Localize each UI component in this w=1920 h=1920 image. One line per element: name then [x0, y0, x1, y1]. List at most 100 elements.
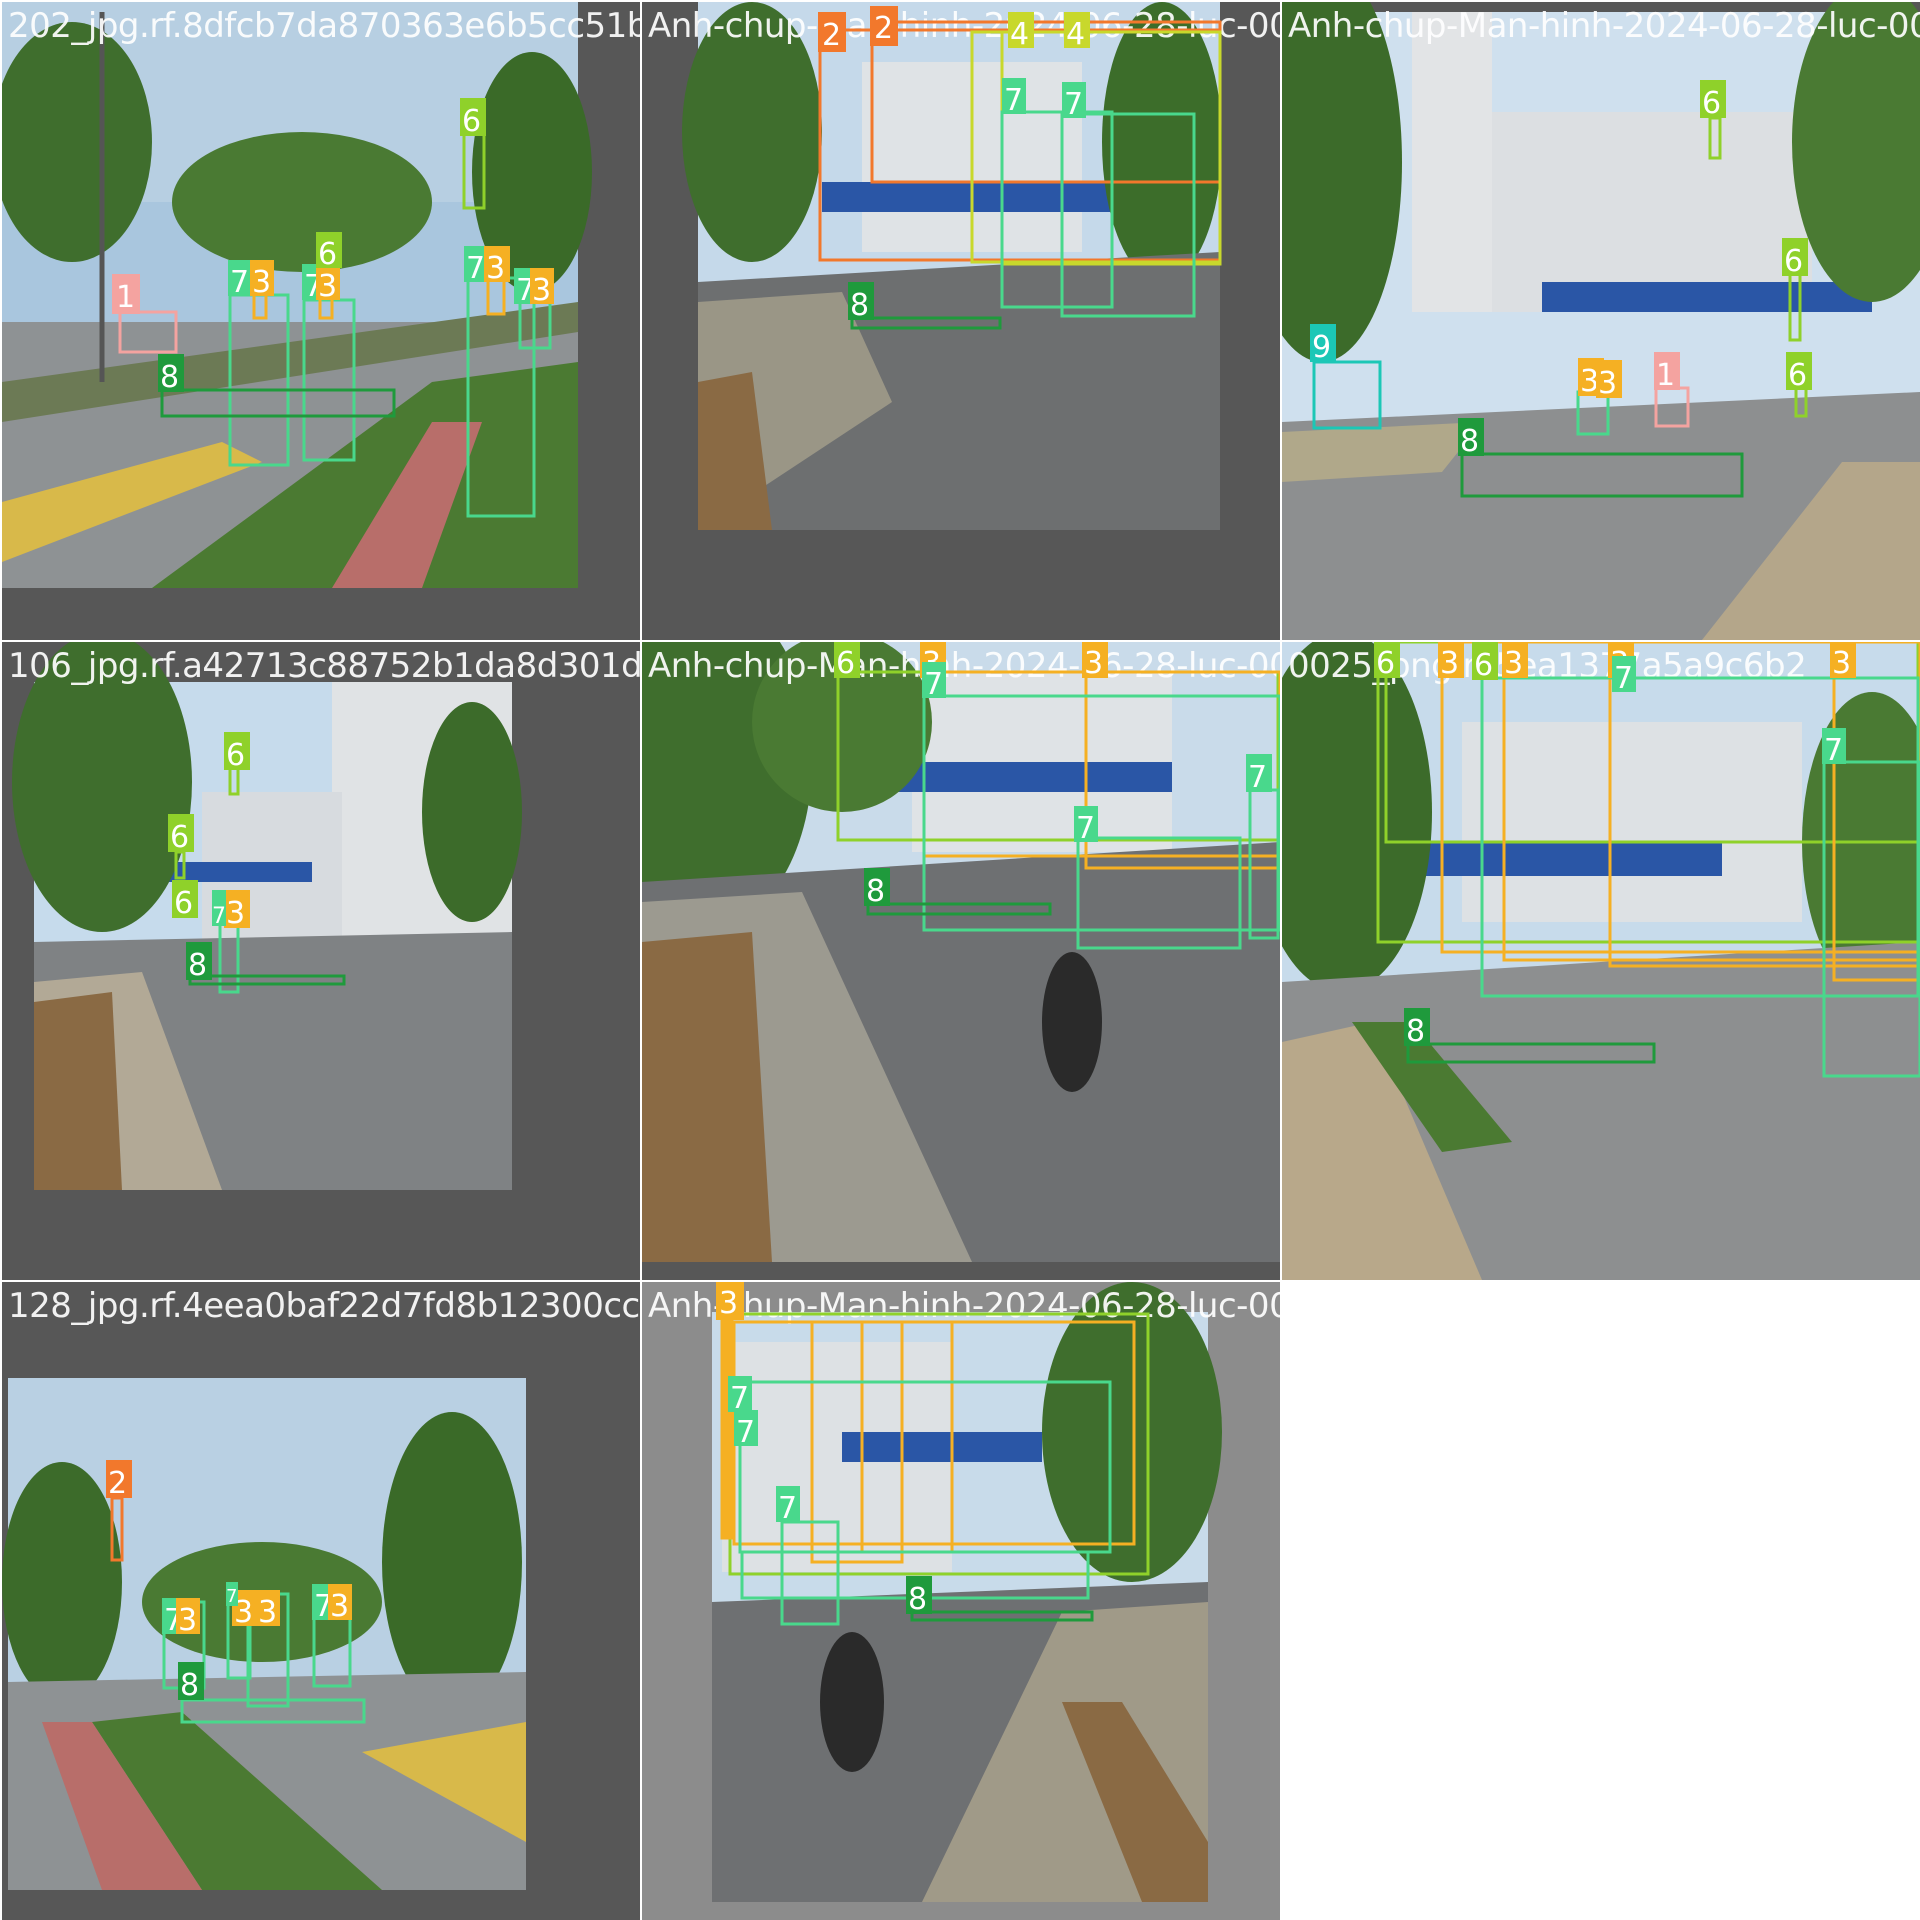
- bbox-label: 6: [318, 237, 337, 272]
- bbox-label: 7: [1004, 83, 1023, 118]
- bbox: [922, 670, 1280, 858]
- bbox: [110, 1496, 124, 1562]
- bbox: [302, 298, 356, 462]
- tile-8-boxes: 3 7 7 7 8: [716, 1282, 1150, 1626]
- bbox-label: 2: [874, 11, 893, 46]
- bbox-label: 4: [1010, 17, 1029, 52]
- image-tile-3: Anh-chup-Man-hinh-2024-06-28-luc-00-2 6 …: [1282, 2, 1920, 640]
- bbox: [1076, 836, 1242, 950]
- tile-1-boxes: 1 7 3 7 3 6 6 7 3 7 3 8: [112, 98, 554, 518]
- bbox-label: 3: [330, 1589, 349, 1624]
- bbox-label: 2: [822, 18, 841, 53]
- image-tile-1: 202_jpg.rf.8dfcb7da870363e6b5cc51b7f00c7…: [2, 2, 640, 640]
- bbox: [720, 1316, 734, 1540]
- bbox-label: 7: [736, 1415, 755, 1450]
- image-tile-5: Anh-chup-Man-hinh-2024-06-28-luc-00-29 6…: [642, 642, 1280, 1280]
- bbox: [1460, 452, 1744, 498]
- bbox: [922, 694, 1280, 932]
- tile-2-boxes: 2 2 4 4 7 7 8: [818, 6, 1222, 330]
- bbox-label: 3: [178, 1603, 197, 1638]
- image-tile-2: Anh-chup-Man-hinh-2024-06-28-luc-00-28 2…: [642, 2, 1280, 640]
- bbox-label: 8: [908, 1582, 927, 1617]
- bbox-label: 4: [1066, 17, 1085, 52]
- bbox: [1406, 1042, 1656, 1064]
- bbox: [118, 310, 178, 354]
- tile-7-filename: 128_jpg.rf.4eea0baf22d7fd8b12300cc42b8: [8, 1286, 640, 1326]
- bbox-label: 8: [180, 1668, 199, 1703]
- bbox-label: 3: [258, 1595, 277, 1630]
- bbox: [1654, 386, 1690, 428]
- bbox-label: 7: [1248, 760, 1267, 795]
- image-tile-8: Anh-chup-Man-hinh-2024-06-28-luc-00-29-4…: [642, 1282, 1280, 1920]
- bbox: [818, 28, 1222, 262]
- bbox-label: 6: [1788, 358, 1807, 393]
- bbox: [160, 388, 396, 418]
- bbox-label: 7: [1064, 87, 1083, 122]
- bbox-label: 3: [486, 251, 505, 286]
- bbox-label: 3: [1504, 646, 1523, 681]
- bbox: [1000, 110, 1114, 309]
- bbox-label: 7: [730, 1381, 749, 1416]
- bbox: [1708, 116, 1722, 160]
- tile-7-scene: [2, 1378, 526, 1890]
- bbox: [850, 316, 1002, 330]
- tile-4-boxes: 6 6 6 3 7 8: [168, 732, 346, 994]
- bbox-label: 3: [318, 269, 337, 304]
- image-tile-7: 128_jpg.rf.4eea0baf22d7fd8b12300cc42b8 2…: [2, 1282, 640, 1920]
- tile-6-boxes: 6 6 3 3 3 3 7 7 8: [1374, 642, 1920, 1078]
- bbox: [1502, 642, 1920, 962]
- bbox-label: 3: [532, 273, 551, 308]
- bbox-label: 8: [850, 288, 869, 323]
- bbox: [1248, 788, 1280, 940]
- bbox-label: 3: [1580, 364, 1599, 399]
- bbox: [810, 1320, 904, 1564]
- bbox: [1384, 642, 1920, 844]
- tile-5-filename: Anh-chup-Man-hinh-2024-06-28-luc-00-29: [648, 646, 1280, 686]
- bbox-label: 7: [924, 667, 943, 702]
- bbox: [866, 902, 1052, 916]
- tile-8-scene: [712, 1282, 1222, 1902]
- tile-1-filename: 202_jpg.rf.8dfcb7da870363e6b5cc51b7f00c7: [8, 6, 640, 46]
- bbox: [780, 1520, 840, 1626]
- tile-2-filename: Anh-chup-Man-hinh-2024-06-28-luc-00-28: [648, 6, 1280, 46]
- bbox: [180, 1698, 366, 1724]
- tile-5-boxes: 6 3 3 7 7 7 8: [834, 642, 1280, 950]
- bbox-label: 3: [226, 896, 245, 931]
- bbox-label: 9: [1312, 330, 1331, 365]
- bbox-label: 7: [1614, 661, 1633, 696]
- bbox-label: 6: [1474, 648, 1493, 683]
- bbox: [738, 1380, 1112, 1554]
- bbox-label: 3: [1440, 646, 1459, 681]
- bbox-label: 6: [1702, 86, 1721, 121]
- bbox: [462, 132, 486, 210]
- bbox: [1084, 670, 1280, 870]
- bbox: [910, 1610, 1094, 1622]
- bbox-label: 1: [1656, 358, 1675, 393]
- bbox: [970, 30, 1222, 264]
- bbox-label: 3: [1832, 646, 1851, 681]
- bbox-label: 8: [1406, 1014, 1425, 1049]
- tile-7-boxes: 2 7 3 3 3 7 3 7 8: [106, 1460, 366, 1724]
- tile-3-filename: Anh-chup-Man-hinh-2024-06-28-luc-00-2: [1288, 6, 1920, 46]
- bbox: [870, 20, 1222, 184]
- bbox: [1480, 676, 1920, 998]
- tile-3-scene: [1282, 2, 1920, 640]
- bbox-label: 6: [1376, 646, 1395, 681]
- bbox: [1060, 112, 1196, 318]
- bbox-label: 7: [1076, 811, 1095, 846]
- bbox-label: 8: [866, 874, 885, 909]
- bbox-label: 3: [252, 265, 271, 300]
- bbox: [860, 1320, 954, 1554]
- bbox-label: 1: [116, 280, 135, 315]
- bbox-label: 6: [174, 886, 193, 921]
- bbox-label: 3: [719, 1286, 738, 1321]
- bbox-label: 7: [226, 1586, 237, 1607]
- bbox: [1832, 642, 1920, 982]
- bbox: [1608, 642, 1920, 968]
- bbox-label: 2: [108, 1466, 127, 1501]
- bbox-label: 7: [1824, 733, 1843, 768]
- bbox-label: 6: [836, 646, 855, 681]
- bbox-label: 7: [778, 1491, 797, 1526]
- bbox-label: 6: [1784, 244, 1803, 279]
- bbox: [174, 850, 186, 880]
